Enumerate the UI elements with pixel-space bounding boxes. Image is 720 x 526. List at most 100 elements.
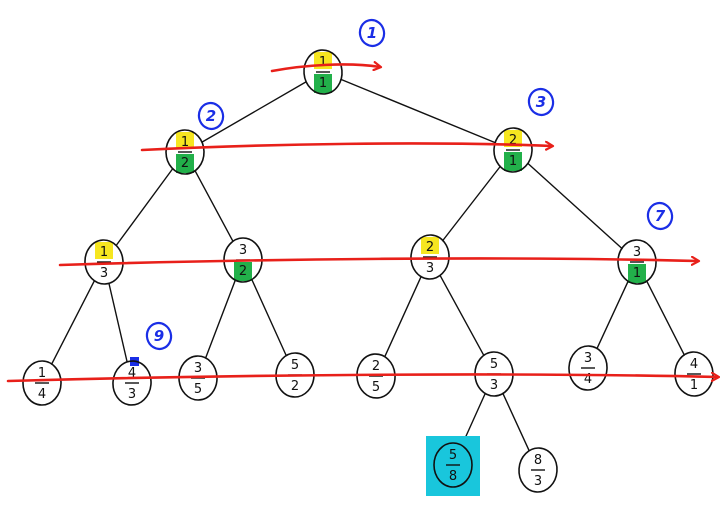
tree-edge bbox=[194, 169, 234, 243]
node-numerator: 2 bbox=[426, 240, 434, 255]
node-denominator: 3 bbox=[534, 474, 542, 489]
fraction-node: 43 bbox=[112, 357, 152, 406]
node-outline bbox=[493, 127, 533, 173]
level-sweep-arrow bbox=[140, 143, 552, 152]
level-sweep-arrow bbox=[270, 64, 380, 73]
node-outline bbox=[568, 345, 608, 391]
node-numerator: 4 bbox=[128, 366, 136, 381]
green-denominator-mark bbox=[628, 264, 646, 283]
node-denominator: 2 bbox=[239, 264, 247, 279]
step-label-circle bbox=[358, 18, 386, 48]
node-numerator: 5 bbox=[490, 357, 498, 372]
yellow-numerator-mark bbox=[95, 242, 113, 259]
edges-layer bbox=[50, 78, 686, 452]
tree-edge bbox=[115, 168, 174, 246]
node-numerator: 8 bbox=[534, 453, 542, 468]
node-denominator: 4 bbox=[584, 372, 592, 387]
node-denominator: 5 bbox=[372, 380, 380, 395]
node-numerator: 2 bbox=[372, 359, 380, 374]
fraction-node: 23 bbox=[410, 234, 450, 280]
step-label: 2 bbox=[197, 101, 225, 131]
fraction-node: 14 bbox=[22, 360, 62, 406]
node-denominator: 3 bbox=[128, 387, 136, 402]
green-denominator-mark bbox=[504, 152, 522, 171]
node-outline bbox=[433, 442, 473, 488]
step-label-number: 1 bbox=[367, 24, 377, 42]
node-numerator: 5 bbox=[291, 358, 299, 373]
node-outline bbox=[518, 447, 558, 493]
node-denominator: 5 bbox=[194, 382, 202, 397]
tree-edge bbox=[439, 274, 485, 357]
node-numerator: 1 bbox=[38, 366, 46, 381]
node-denominator: 3 bbox=[100, 266, 108, 281]
node-numerator: 4 bbox=[690, 357, 698, 372]
step-label: 1 bbox=[358, 18, 386, 48]
tree-edge bbox=[596, 280, 629, 350]
tree-edge bbox=[108, 282, 128, 363]
node-numerator: 5 bbox=[449, 448, 457, 463]
cyan-highlight-mark bbox=[426, 436, 480, 496]
step-label-circle bbox=[197, 101, 225, 131]
fraction-node: 21 bbox=[493, 127, 533, 173]
tree-edge bbox=[527, 162, 623, 250]
step-label-circle bbox=[527, 87, 555, 117]
node-denominator: 2 bbox=[181, 156, 189, 171]
step-label-circle bbox=[145, 321, 173, 351]
fraction-node: 11 bbox=[303, 49, 343, 95]
node-denominator: 4 bbox=[38, 387, 46, 402]
node-numerator: 2 bbox=[509, 133, 517, 148]
tree-edge bbox=[204, 279, 237, 359]
node-outline bbox=[165, 129, 205, 175]
level-sweep-arrow bbox=[58, 258, 698, 267]
fraction-node: 58 bbox=[426, 436, 480, 496]
node-denominator: 2 bbox=[291, 379, 299, 394]
node-numerator: 3 bbox=[194, 361, 202, 376]
node-outline bbox=[22, 360, 62, 406]
node-numerator: 3 bbox=[584, 351, 592, 366]
fraction-node: 41 bbox=[674, 351, 714, 397]
tree-edge bbox=[50, 280, 96, 365]
node-numerator: 3 bbox=[633, 245, 641, 260]
step-label: 7 bbox=[646, 201, 674, 231]
node-denominator: 3 bbox=[490, 378, 498, 393]
node-denominator: 1 bbox=[633, 266, 641, 281]
step-label-number: 7 bbox=[655, 207, 666, 225]
tree-edge bbox=[645, 280, 686, 356]
fraction-node: 13 bbox=[84, 239, 124, 285]
node-denominator: 1 bbox=[509, 154, 517, 169]
fraction-node: 34 bbox=[568, 345, 608, 391]
yellow-numerator-mark bbox=[176, 132, 194, 149]
node-denominator: 1 bbox=[690, 378, 698, 393]
node-outline bbox=[112, 360, 152, 406]
node-numerator: 3 bbox=[239, 243, 247, 258]
node-denominator: 3 bbox=[426, 261, 434, 276]
step-label: 3 bbox=[527, 87, 555, 117]
step-label-number: 2 bbox=[206, 107, 216, 125]
tree-edge bbox=[201, 81, 307, 143]
node-numerator: 1 bbox=[100, 245, 108, 260]
yellow-numerator-mark bbox=[504, 130, 522, 147]
node-outline bbox=[303, 49, 343, 95]
node-denominator: 8 bbox=[449, 469, 457, 484]
tree-edge bbox=[251, 278, 287, 357]
tree-edge bbox=[502, 392, 530, 452]
node-numerator: 1 bbox=[319, 55, 327, 70]
green-denominator-mark bbox=[176, 154, 194, 173]
sweeps-layer bbox=[6, 64, 718, 383]
tree-edge bbox=[384, 275, 422, 358]
level-sweep-arrow bbox=[6, 374, 718, 383]
yellow-numerator-mark bbox=[421, 237, 439, 254]
step-label-circle bbox=[646, 201, 674, 231]
tree-edge bbox=[441, 165, 502, 242]
step-label-number: 9 bbox=[154, 327, 164, 345]
green-denominator-mark bbox=[234, 262, 252, 281]
step-label-number: 3 bbox=[536, 93, 546, 111]
fraction-node: 83 bbox=[518, 447, 558, 493]
fraction-node: 31 bbox=[617, 239, 657, 285]
step-label: 9 bbox=[145, 321, 173, 351]
fraction-node: 12 bbox=[165, 129, 205, 175]
